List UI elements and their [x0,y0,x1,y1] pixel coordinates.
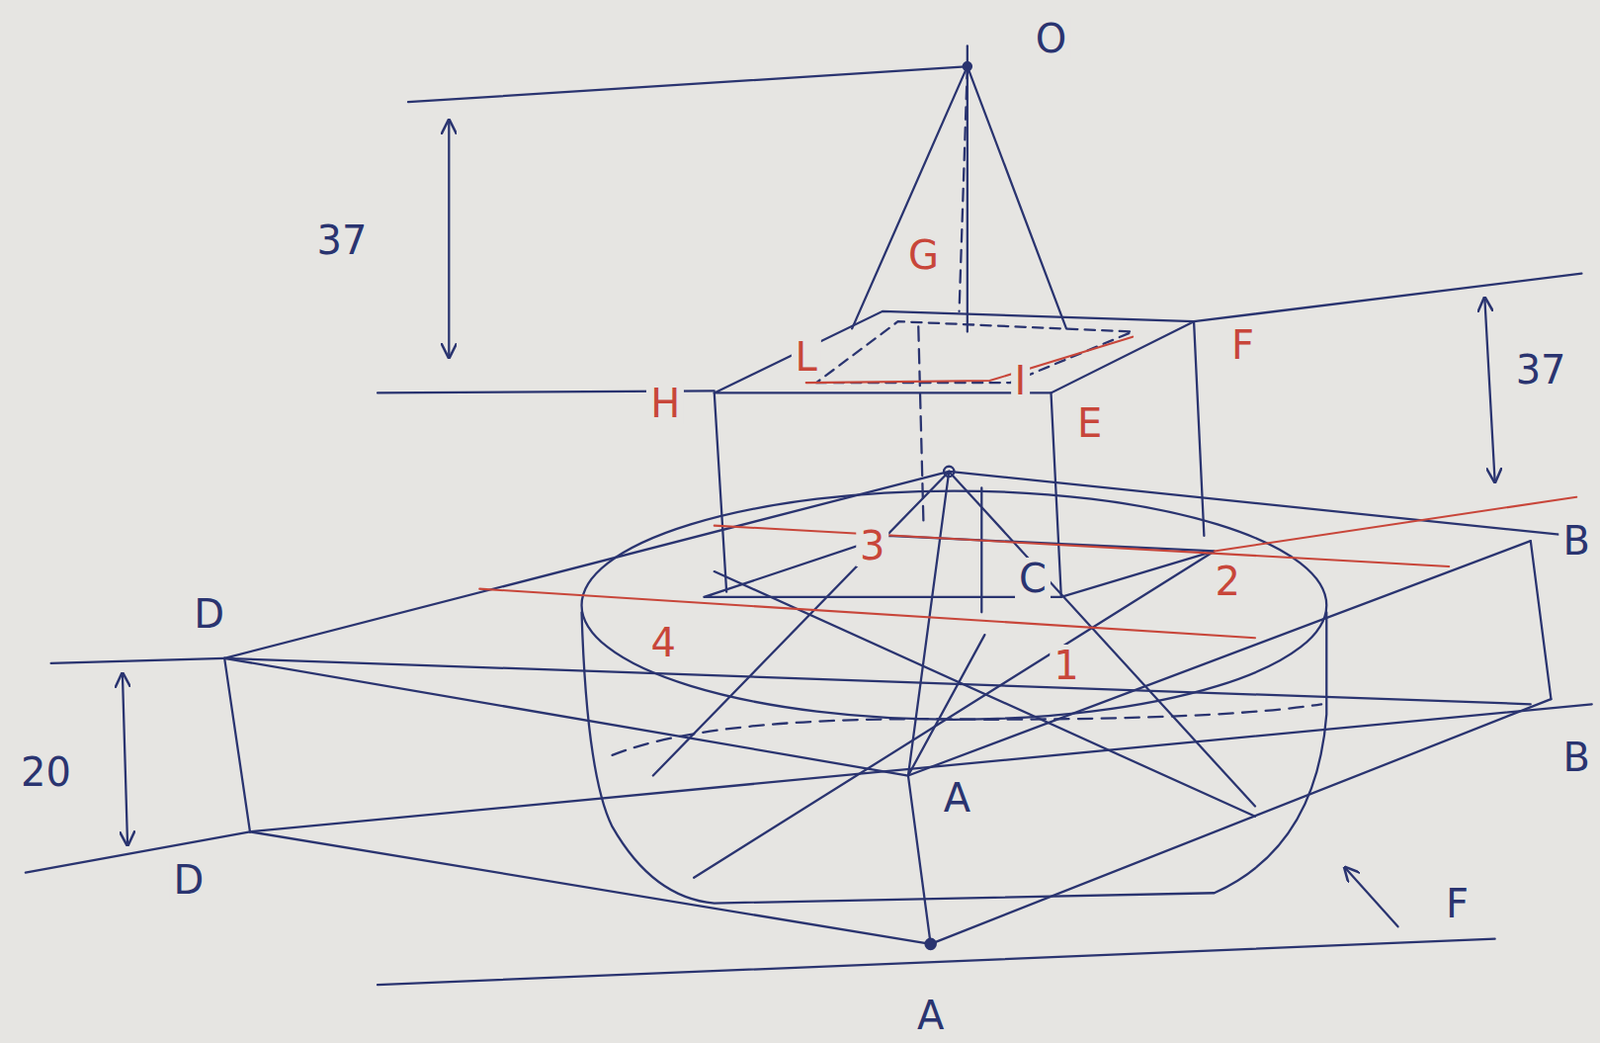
point-label: 20 [16,751,76,793]
point-label: 37 [312,219,371,261]
point-label: G [904,234,943,276]
point-label: A [939,776,975,819]
point-label: L [791,336,822,378]
point-label: D [189,592,229,635]
point-label: 3 [855,524,889,567]
point-label: C [1014,557,1051,599]
point-label: H [646,382,684,424]
point-label: O [1031,17,1071,60]
point-label: 2 [1210,560,1244,602]
point-label: B [1559,519,1595,562]
point-label: 4 [646,621,679,664]
point-label: F [1227,324,1259,366]
point-label: F [1441,882,1473,925]
point-label: D [169,858,209,901]
point-label: A [913,994,948,1036]
point-label: 37 [1512,348,1571,391]
point-label: I [1010,359,1031,402]
point-label: B [1559,736,1595,778]
point-label: 1 [1049,644,1083,686]
point-label: E [1073,402,1106,444]
